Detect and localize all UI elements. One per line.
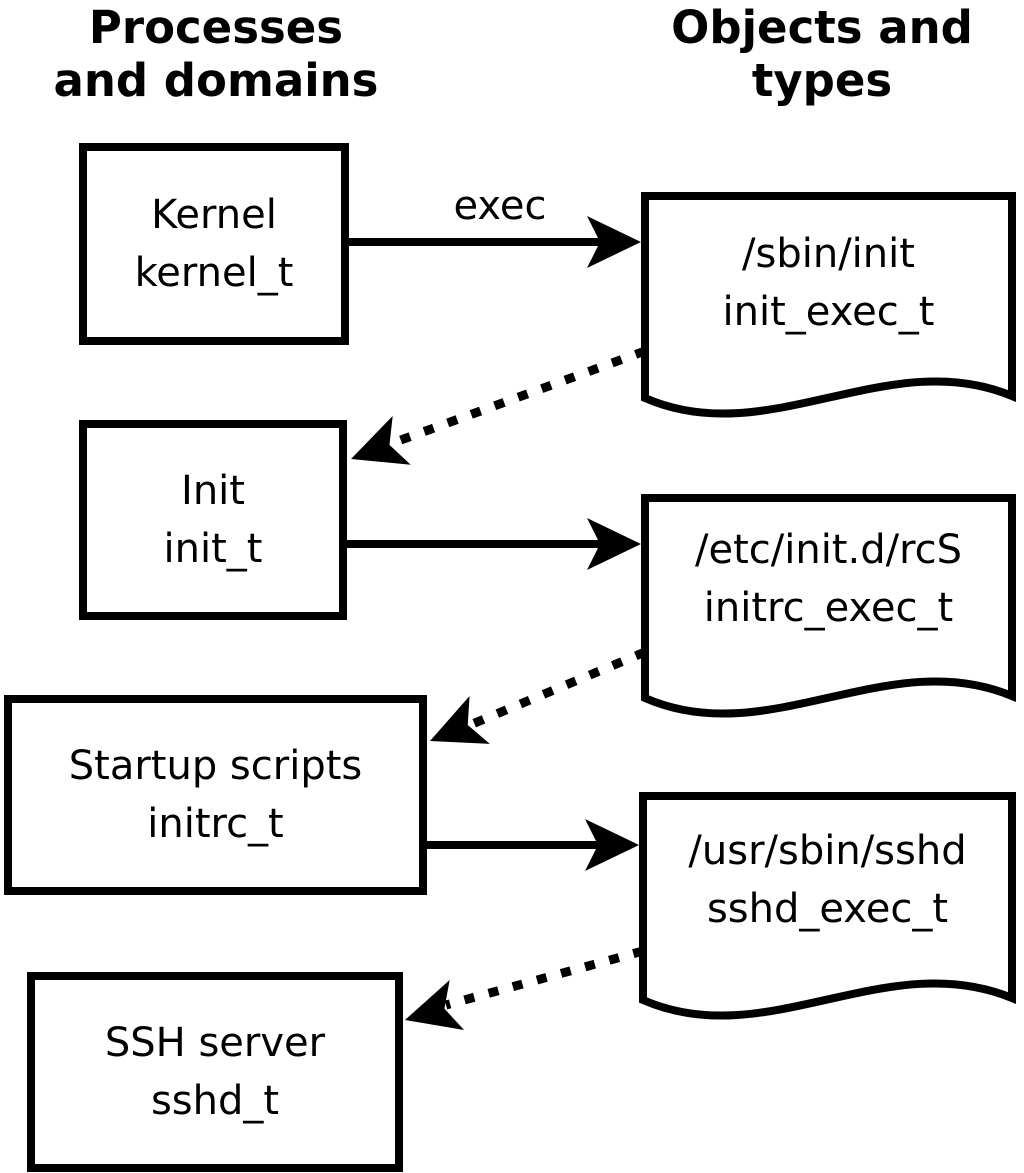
object-node-sbin-init: /sbin/init init_exec_t: [641, 200, 1016, 365]
transition-arrow-line-sbin-init-to-init: [388, 346, 647, 449]
document-shape-sbin-init: [641, 192, 1016, 418]
object-path: /etc/init.d/rcS: [694, 526, 963, 573]
process-box-startup-scripts: [4, 695, 427, 895]
arrowhead-transition-to-ssh-server: [405, 980, 465, 1031]
object-type: initrc_exec_t: [703, 584, 954, 631]
process-node-startup-scripts: Startup scripts initrc_t: [4, 695, 427, 895]
left-column-header-line1: Processes: [88, 1, 344, 54]
right-column-header-line2: types: [751, 54, 893, 107]
transition-arrow-line-sshd-to-ssh-server: [444, 946, 645, 1010]
process-box-ssh-server: [27, 972, 403, 1172]
object-path: /sbin/init: [742, 230, 915, 277]
process-node-ssh-server: SSH server sshd_t: [27, 972, 403, 1172]
process-node-kernel: Kernel kernel_t: [79, 143, 349, 345]
process-domain-type: sshd_t: [150, 1078, 280, 1124]
process-box-kernel: [79, 143, 349, 345]
left-column-header-line2: and domains: [53, 54, 379, 107]
exec-edge-label-text: exec: [453, 183, 547, 229]
arrowhead-exec-startup-to-sshd: [585, 819, 639, 871]
arrowhead-transition-to-init: [351, 415, 411, 465]
process-label: SSH server: [104, 1020, 326, 1066]
process-domain-type: kernel_t: [134, 250, 294, 296]
right-column-header-line1: Objects and: [671, 1, 973, 54]
object-node-usr-sbin-sshd: /usr/sbin/sshd sshd_exec_t: [639, 797, 1016, 962]
arrowhead-transition-to-startup-scripts: [430, 695, 490, 744]
object-type: init_exec_t: [722, 288, 935, 335]
process-label: Init: [181, 468, 245, 514]
document-shape-usr-sbin-sshd: [639, 792, 1016, 1020]
object-type: sshd_exec_t: [706, 885, 949, 932]
process-label: Startup scripts: [68, 743, 363, 789]
process-label: Kernel: [151, 192, 277, 238]
object-path: /usr/sbin/sshd: [688, 827, 967, 874]
right-column-header: Objects and types: [620, 0, 1024, 108]
left-column-header: Processes and domains: [0, 0, 432, 108]
arrowhead-exec-init-to-rcs: [587, 518, 641, 570]
transition-arrow-line-rcs-to-startup: [468, 647, 647, 730]
document-shape-etc-initd-rcs: [641, 494, 1016, 718]
object-node-etc-initd-rcs: /etc/init.d/rcS initrc_exec_t: [641, 496, 1016, 661]
arrowhead-exec-kernel-to-sbin-init: [587, 216, 641, 268]
exec-edge-label: exec: [438, 181, 562, 231]
process-domain-type: init_t: [163, 526, 263, 572]
process-box-init: [79, 420, 347, 620]
process-node-init: Init init_t: [79, 420, 347, 620]
process-domain-type: initrc_t: [147, 801, 284, 847]
